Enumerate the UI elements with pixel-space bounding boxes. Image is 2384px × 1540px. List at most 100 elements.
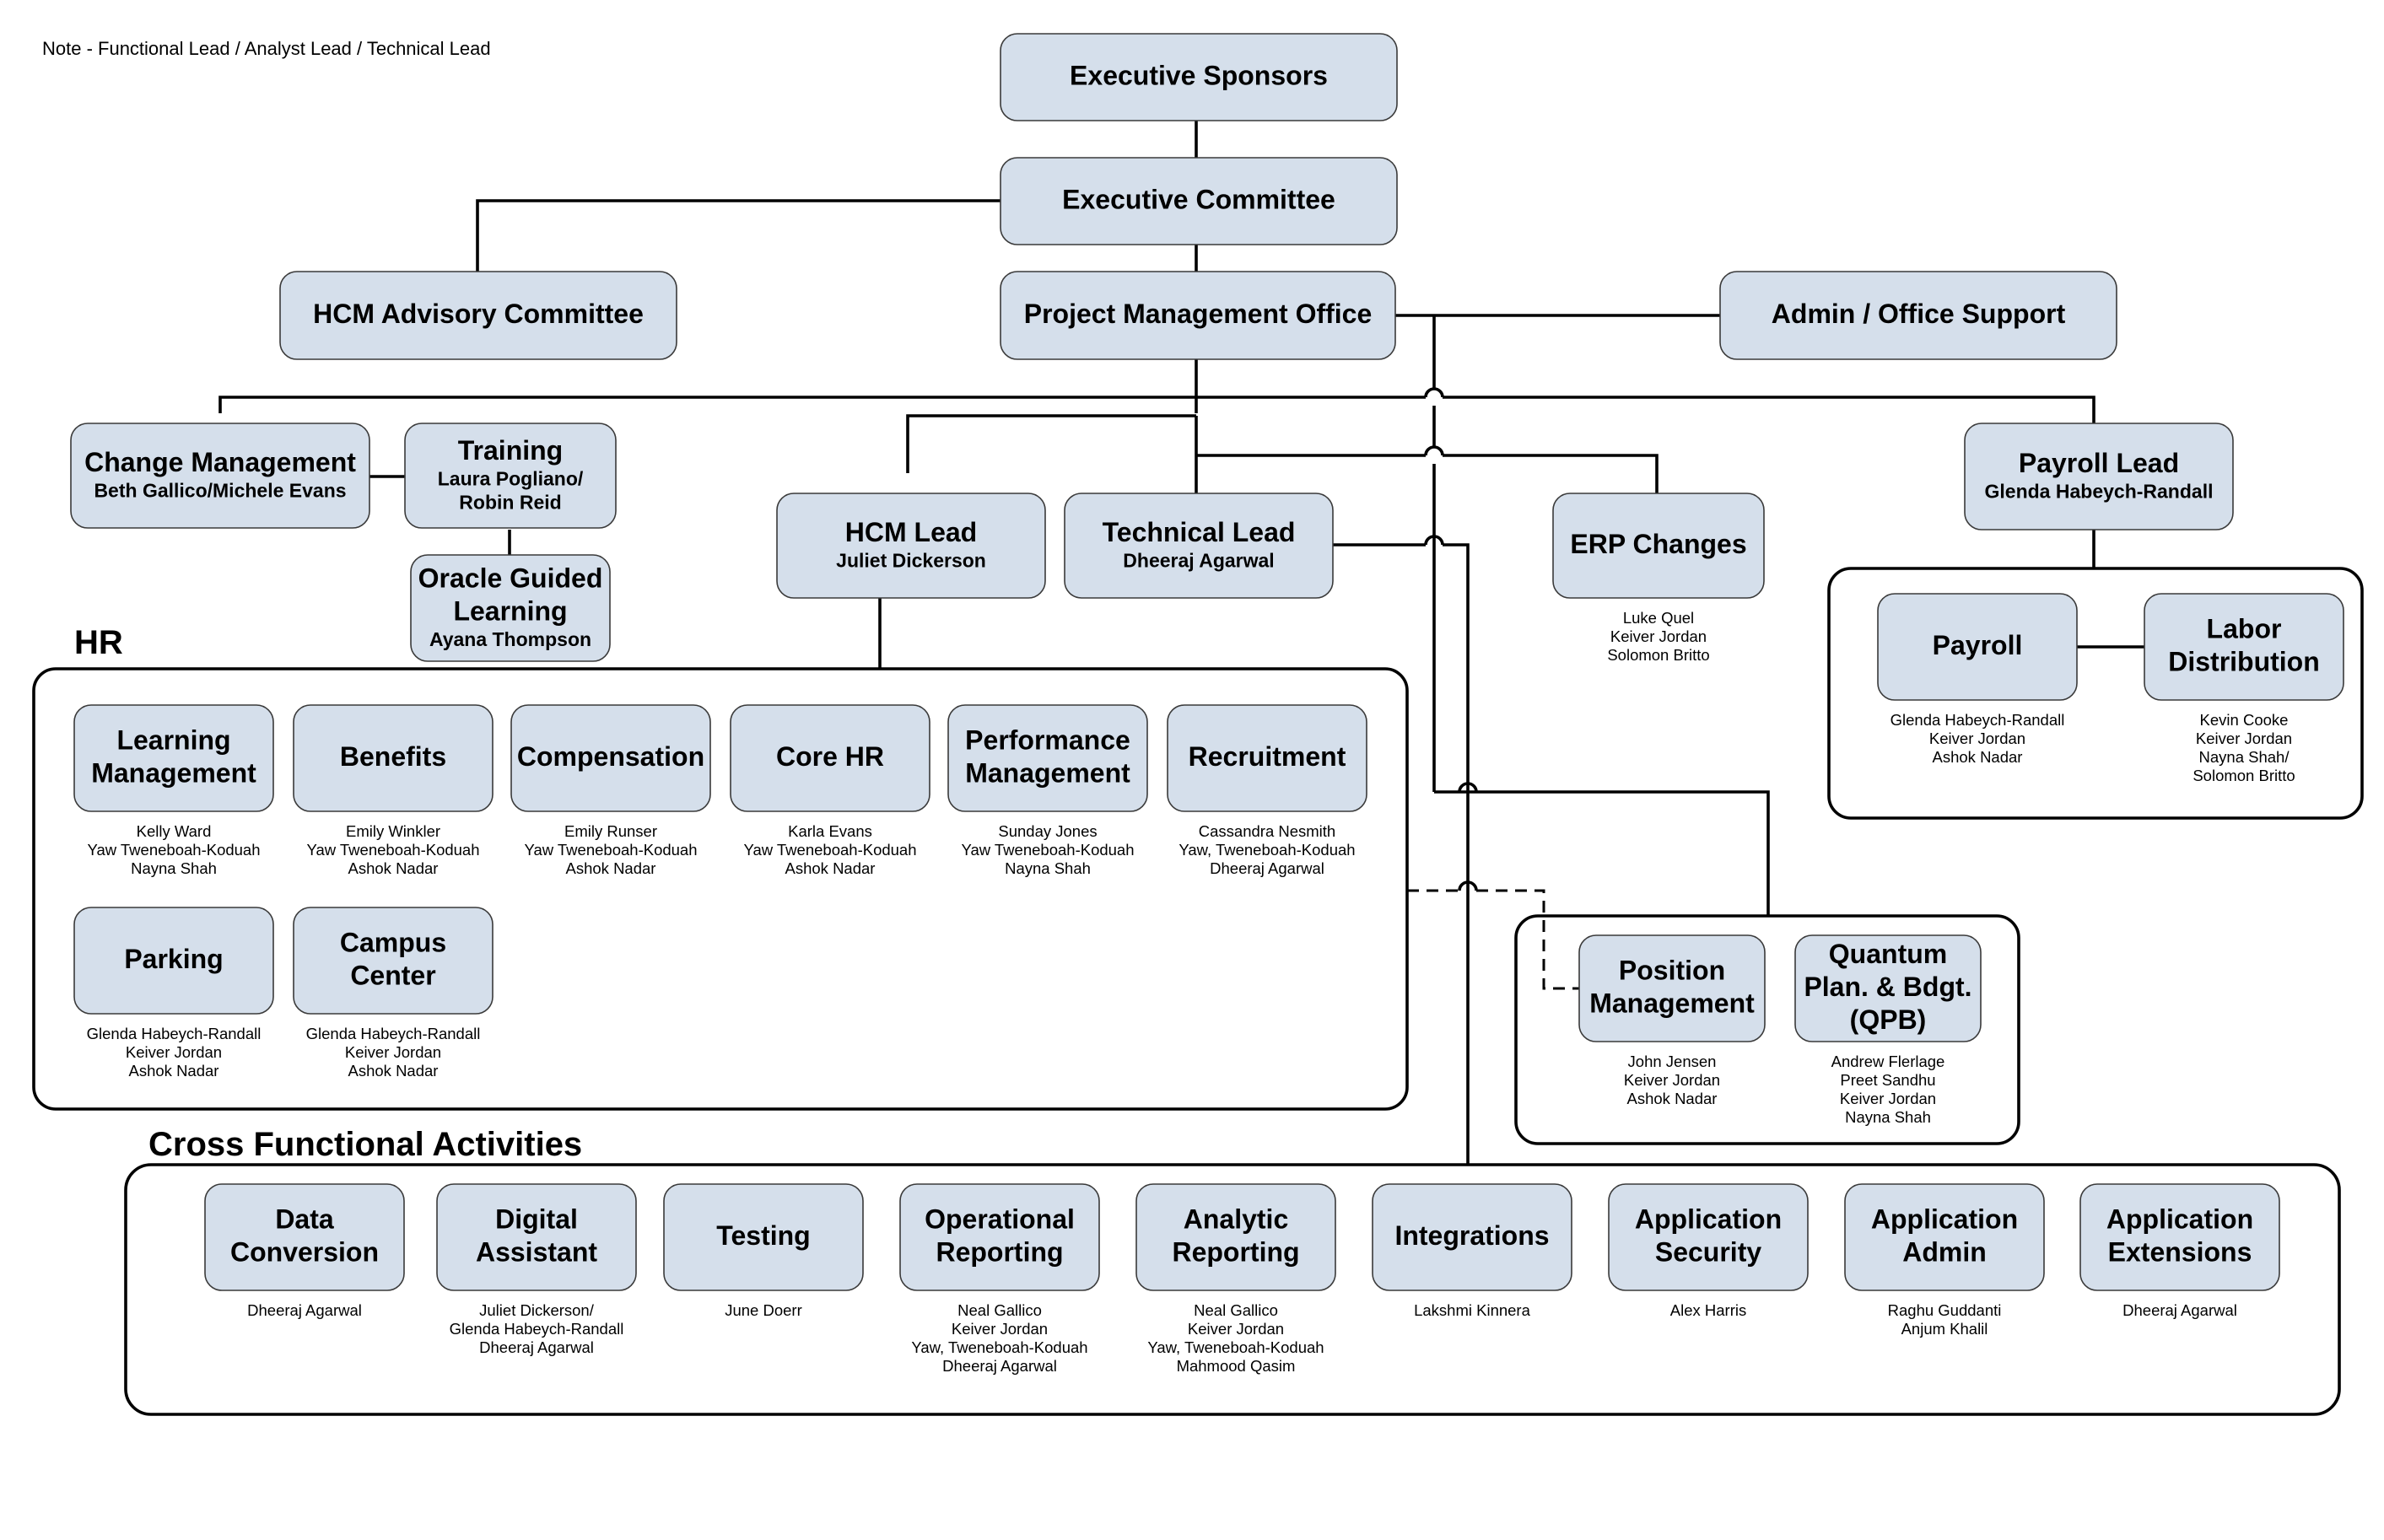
payroll-lead-lead-name: Glenda Habeych-Randall xyxy=(1985,481,2214,503)
hcm-advisory-box xyxy=(279,271,677,360)
qpb-person: Keiver Jordan xyxy=(1840,1090,1936,1107)
app-security-title: Security xyxy=(1655,1236,1761,1267)
learning-mgmt-title: Management xyxy=(91,757,256,788)
legend-note: Note - Functional Lead / Analyst Lead / … xyxy=(42,38,491,59)
campus-center-title: Center xyxy=(350,960,435,990)
op-reporting-person: Keiver Jordan xyxy=(952,1320,1048,1338)
recruitment-person: Dheeraj Agarwal xyxy=(1210,859,1324,877)
learning-mgmt-person: Kelly Ward xyxy=(137,822,212,840)
qpb-person: Andrew Flerlage xyxy=(1831,1053,1945,1070)
op-reporting-title: Operational xyxy=(925,1203,1075,1234)
hcm-advisory-title: HCM Advisory Committee xyxy=(313,299,644,329)
app-extensions-person: Dheeraj Agarwal xyxy=(2122,1301,2237,1319)
campus-center-title: Campus xyxy=(340,927,446,957)
app-admin-title: Application xyxy=(1871,1203,2018,1234)
app-admin-title: Admin xyxy=(1902,1236,1987,1267)
analytic-reporting-person: Keiver Jordan xyxy=(1188,1320,1284,1338)
op-reporting-person: Dheeraj Agarwal xyxy=(942,1357,1057,1375)
training-lead-name: Laura Pogliano/ xyxy=(438,468,584,490)
perf-mgmt-title: Performance xyxy=(965,724,1130,755)
payroll-title: Payroll xyxy=(1933,630,2023,660)
digital-assistant-title: Assistant xyxy=(476,1236,597,1267)
payroll-person: Keiver Jordan xyxy=(1929,730,2025,747)
change-mgmt-box xyxy=(70,423,370,529)
labor-dist-person: Kevin Cooke xyxy=(2200,711,2289,729)
recruitment-title: Recruitment xyxy=(1189,741,1346,772)
labor-dist-person: Solomon Britto xyxy=(2193,767,2295,784)
hr-section-frame xyxy=(32,667,1409,1111)
payroll-box xyxy=(1877,593,2078,701)
core-hr-box xyxy=(730,704,930,812)
analytic-reporting-person: Mahmood Qasim xyxy=(1177,1357,1296,1375)
training-title: Training xyxy=(458,435,563,466)
parking-title: Parking xyxy=(124,944,223,974)
core-hr-person: Karla Evans xyxy=(788,822,872,840)
perf-mgmt-person: Sunday Jones xyxy=(998,822,1097,840)
digital-assistant-person: Glenda Habeych-Randall xyxy=(450,1320,624,1338)
cross-functional-section-label: Cross Functional Activities xyxy=(148,1126,582,1163)
benefits-person: Ashok Nadar xyxy=(348,859,439,877)
pmo-box xyxy=(1000,271,1396,360)
learning-mgmt-box xyxy=(73,704,274,812)
position-mgmt-title: Position xyxy=(1619,955,1725,985)
op-reporting-title: Reporting xyxy=(936,1236,1063,1267)
parking-person: Keiver Jordan xyxy=(126,1043,222,1061)
perf-mgmt-title: Management xyxy=(965,757,1130,788)
core-hr-person: Yaw Tweneboah-Koduah xyxy=(743,841,916,859)
labor-dist-person: Nayna Shah/ xyxy=(2199,748,2290,766)
core-hr-title: Core HR xyxy=(776,741,884,772)
testing-box xyxy=(663,1183,864,1291)
hcm-lead-box xyxy=(776,493,1046,599)
campus-center-person: Glenda Habeych-Randall xyxy=(306,1025,481,1042)
app-admin-person: Raghu Guddanti xyxy=(1888,1301,2002,1319)
app-admin-box xyxy=(1844,1183,2045,1291)
erp-changes-person: Keiver Jordan xyxy=(1610,627,1707,645)
exec-committee-box xyxy=(1000,157,1398,245)
erp-changes-person: Solomon Britto xyxy=(1607,646,1709,664)
core-hr-person: Ashok Nadar xyxy=(785,859,876,877)
recruitment-person: Yaw, Tweneboah-Koduah xyxy=(1179,841,1355,859)
analytic-reporting-title: Analytic xyxy=(1184,1203,1288,1234)
compensation-person: Emily Runser xyxy=(564,822,657,840)
analytic-reporting-title: Reporting xyxy=(1172,1236,1299,1267)
admin-support-title: Admin / Office Support xyxy=(1772,299,2066,329)
app-security-box xyxy=(1608,1183,1809,1291)
position-mgmt-person: Keiver Jordan xyxy=(1624,1071,1720,1089)
qpb-box xyxy=(1794,934,1982,1042)
benefits-person: Emily Winkler xyxy=(346,822,440,840)
op-reporting-person: Yaw, Tweneboah-Koduah xyxy=(911,1338,1087,1356)
erp-changes-box xyxy=(1552,493,1765,599)
campus-center-box xyxy=(293,907,494,1015)
admin-support-box xyxy=(1719,271,2117,360)
hcm-lead-lead-name: Juliet Dickerson xyxy=(836,550,986,572)
benefits-box xyxy=(293,704,494,812)
payroll-lead-title: Payroll Lead xyxy=(2019,448,2179,478)
testing-person: June Doerr xyxy=(725,1301,802,1319)
op-reporting-person: Neal Gallico xyxy=(957,1301,1042,1319)
payroll-lead-box xyxy=(1964,423,2234,530)
hcm-lead-title: HCM Lead xyxy=(845,517,977,547)
oracle-guided-box xyxy=(410,554,611,662)
data-conversion-title: Data xyxy=(275,1203,334,1234)
data-conversion-box xyxy=(204,1183,405,1291)
qpb-title: (QPB) xyxy=(1850,1004,1927,1035)
analytic-reporting-person: Yaw, Tweneboah-Koduah xyxy=(1147,1338,1324,1356)
compensation-box xyxy=(510,704,711,812)
change-mgmt-lead-name: Beth Gallico/Michele Evans xyxy=(94,480,346,502)
training-lead-name: Robin Reid xyxy=(459,492,561,514)
exec-sponsors-box xyxy=(1000,33,1398,121)
integrations-title: Integrations xyxy=(1394,1220,1549,1251)
payroll-person: Glenda Habeych-Randall xyxy=(1890,711,2065,729)
learning-mgmt-person: Yaw Tweneboah-Koduah xyxy=(87,841,260,859)
exec-committee-title: Executive Committee xyxy=(1062,184,1335,214)
app-extensions-box xyxy=(2079,1183,2280,1291)
benefits-title: Benefits xyxy=(340,741,446,772)
oracle-guided-lead-name: Ayana Thompson xyxy=(429,628,591,650)
qpb-title: Quantum xyxy=(1829,939,1947,969)
perf-mgmt-person: Nayna Shah xyxy=(1005,859,1091,877)
labor-dist-title: Distribution xyxy=(2168,646,2320,676)
digital-assistant-person: Dheeraj Agarwal xyxy=(479,1338,594,1356)
learning-mgmt-title: Learning xyxy=(116,724,230,755)
compensation-person: Ashok Nadar xyxy=(566,859,656,877)
